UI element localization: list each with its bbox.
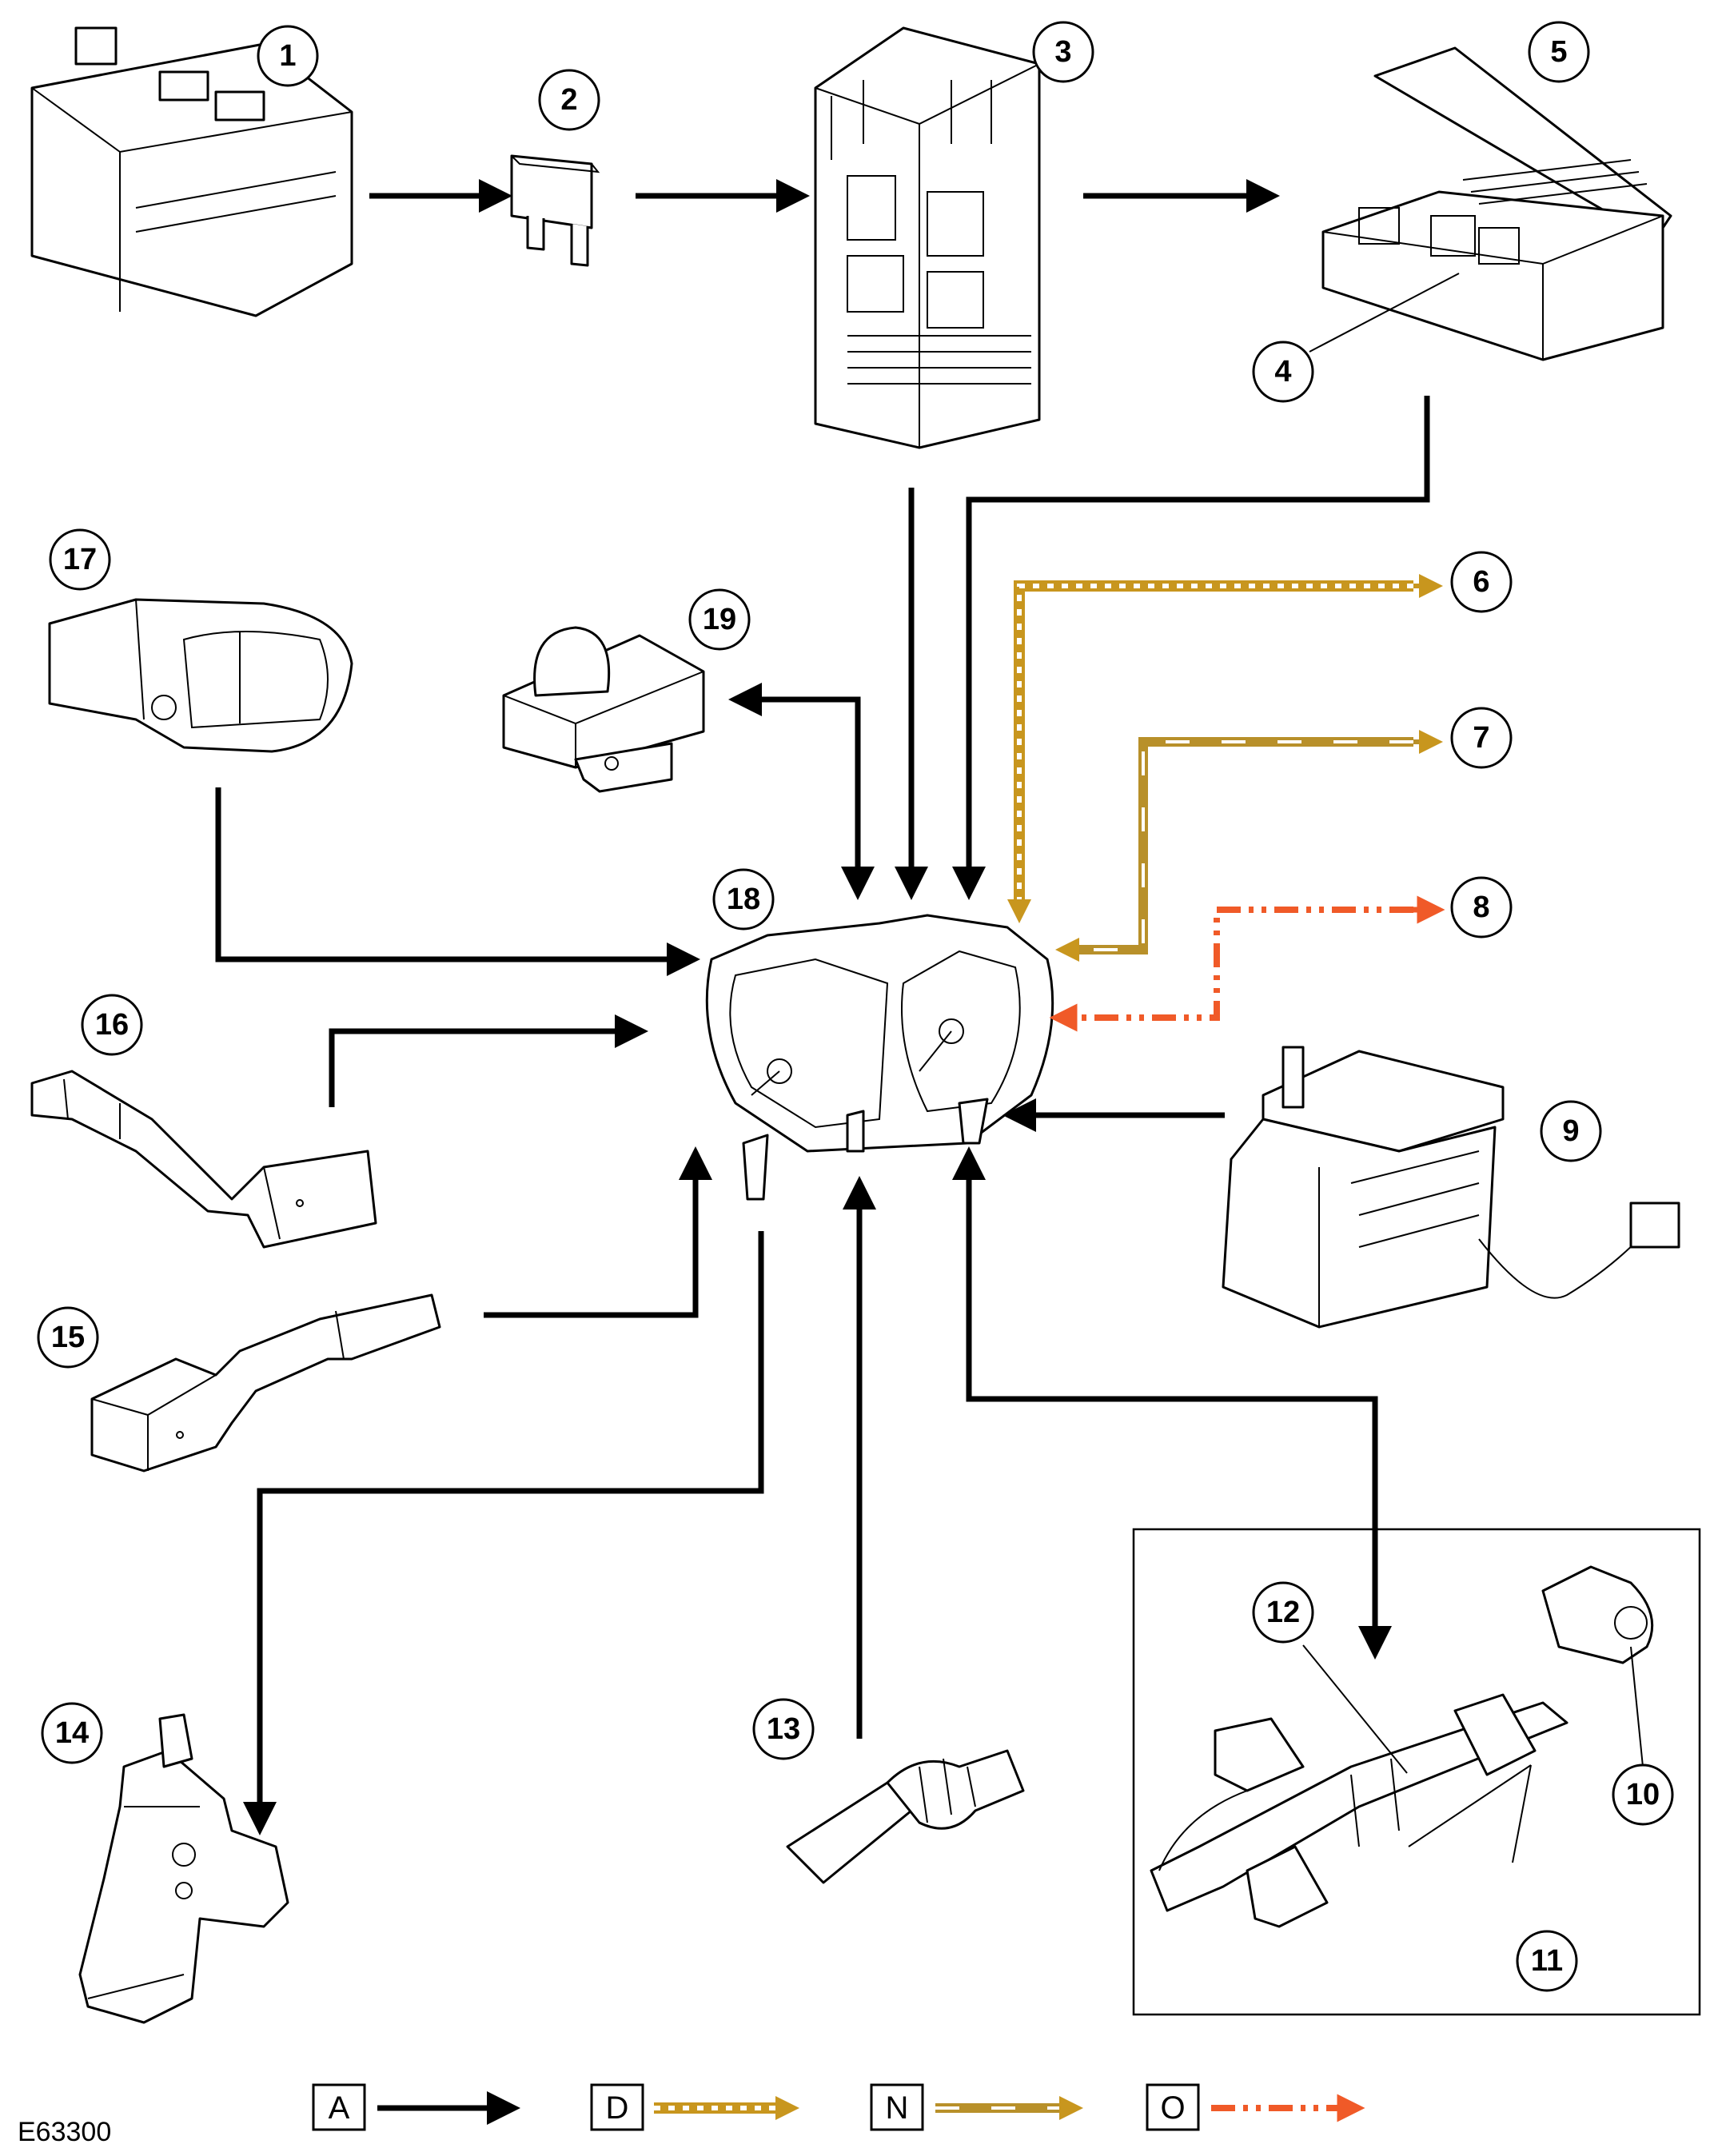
wire-a-18-steering xyxy=(952,1146,1392,1660)
wire-n-7-18 xyxy=(1055,730,1443,962)
leader-lines xyxy=(1302,273,1644,1863)
svg-text:10: 10 xyxy=(1626,1778,1660,1811)
svg-text:A: A xyxy=(329,2090,350,2126)
callout-17: 17 xyxy=(49,528,111,591)
lighting-switch xyxy=(30,1070,377,1249)
svg-text:1: 1 xyxy=(279,39,296,73)
callout-9: 9 xyxy=(1540,1100,1602,1162)
svg-text:18: 18 xyxy=(727,883,760,916)
steering-column-module xyxy=(1150,1693,1568,1928)
svg-text:9: 9 xyxy=(1562,1114,1579,1148)
legend-item-o: O xyxy=(1146,2083,1365,2131)
auxiliary-junction-box xyxy=(1321,46,1672,361)
callout-16: 16 xyxy=(81,994,143,1056)
callout-12: 12 xyxy=(1252,1581,1314,1644)
wiper-switch xyxy=(90,1293,441,1473)
callout-7: 7 xyxy=(1450,707,1513,769)
callout-2: 2 xyxy=(538,69,600,131)
callout-8: 8 xyxy=(1450,876,1513,939)
callout-18: 18 xyxy=(712,868,775,931)
callout-4: 4 xyxy=(1252,341,1314,403)
figure-id: E63300 xyxy=(18,2117,111,2147)
svg-text:4: 4 xyxy=(1274,355,1291,389)
svg-text:11: 11 xyxy=(1531,1944,1563,1978)
callout-5: 5 xyxy=(1528,21,1590,83)
callout-11: 11 xyxy=(1516,1930,1578,1992)
svg-text:N: N xyxy=(886,2090,909,2126)
wire-a-18-14 xyxy=(243,1231,764,1835)
svg-text:19: 19 xyxy=(703,603,736,636)
callout-3: 3 xyxy=(1032,21,1094,83)
wire-a-15-18 xyxy=(484,1146,712,1318)
legend-item-n: N xyxy=(870,2083,1083,2131)
wire-a-5-18 xyxy=(952,396,1430,900)
fuse xyxy=(510,154,600,267)
instrument-cluster xyxy=(705,914,1054,1201)
svg-text:6: 6 xyxy=(1473,565,1489,599)
svg-text:12: 12 xyxy=(1266,1596,1300,1629)
wire-a-16-18 xyxy=(329,1014,648,1107)
svg-text:15: 15 xyxy=(51,1321,85,1354)
module-19 xyxy=(502,626,705,793)
callout-6: 6 xyxy=(1450,551,1513,613)
sensor-13 xyxy=(786,1749,1025,1884)
svg-text:O: O xyxy=(1160,2090,1185,2126)
switch-17 xyxy=(48,598,353,753)
ignition-switch xyxy=(78,1713,289,2024)
inset-frame xyxy=(1132,1528,1701,2016)
legend: A D N O xyxy=(312,2083,1365,2131)
callout-1: 1 xyxy=(257,25,319,87)
legend-item-a: A xyxy=(312,2083,520,2131)
svg-text:3: 3 xyxy=(1054,35,1071,69)
wire-a-17-18 xyxy=(215,787,700,976)
callout-14: 14 xyxy=(41,1702,103,1764)
callout-19: 19 xyxy=(688,588,751,651)
svg-text:7: 7 xyxy=(1473,721,1489,755)
svg-text:2: 2 xyxy=(560,83,577,117)
svg-text:D: D xyxy=(606,2090,629,2126)
svg-text:5: 5 xyxy=(1550,35,1567,69)
legend-item-d: D xyxy=(590,2083,799,2131)
central-junction-box xyxy=(814,26,1041,449)
sensor-10 xyxy=(1541,1565,1654,1664)
svg-text:14: 14 xyxy=(55,1716,89,1750)
wire-a-18-19 xyxy=(728,683,875,900)
svg-text:16: 16 xyxy=(95,1008,129,1042)
svg-text:17: 17 xyxy=(63,543,97,576)
wire-d-6-18 xyxy=(1007,574,1443,923)
gear-selector xyxy=(1222,1046,1680,1329)
svg-text:8: 8 xyxy=(1473,891,1489,924)
wire-o-8-18 xyxy=(1049,895,1445,1032)
callout-13: 13 xyxy=(752,1698,815,1760)
callout-10: 10 xyxy=(1612,1763,1674,1826)
svg-text:13: 13 xyxy=(767,1712,800,1746)
callout-15: 15 xyxy=(37,1306,99,1369)
battery xyxy=(30,26,353,317)
